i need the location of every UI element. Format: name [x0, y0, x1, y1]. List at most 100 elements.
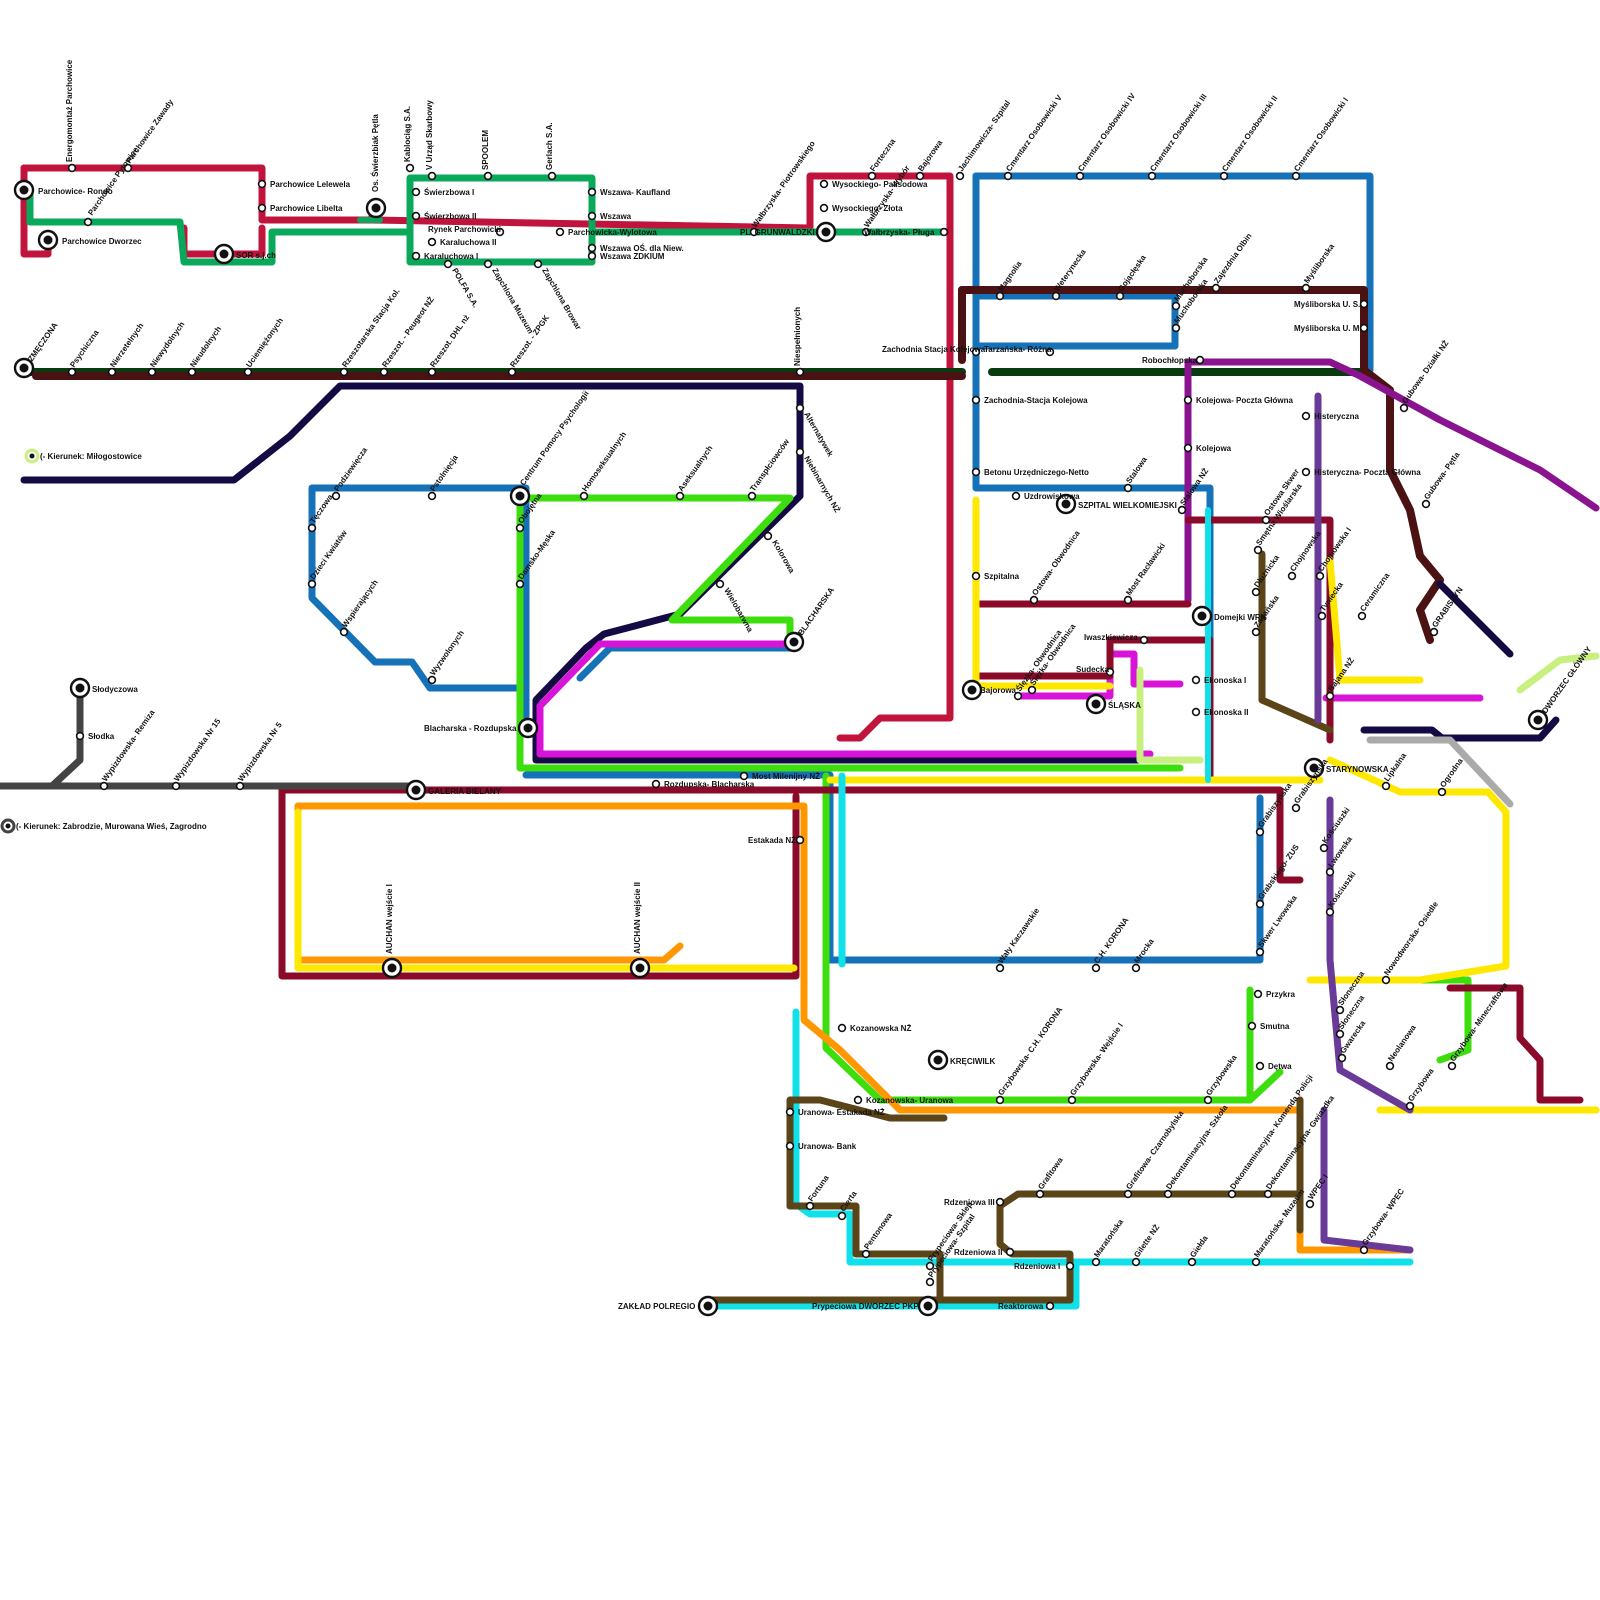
- station-98-stop-marker[interactable]: [1327, 693, 1334, 700]
- station-133-stop-marker[interactable]: [1293, 805, 1300, 812]
- station-26-interchange-marker[interactable]: [817, 223, 835, 241]
- station-130-stop-marker[interactable]: [997, 965, 1004, 972]
- station-24-stop-marker[interactable]: [589, 245, 596, 252]
- station-37-stop-marker[interactable]: [1149, 173, 1156, 180]
- station-144-stop-marker[interactable]: [1337, 1007, 1344, 1014]
- station-11-stop-marker[interactable]: [413, 189, 420, 196]
- station-10-stop-marker[interactable]: [429, 173, 436, 180]
- station-103-interchange-marker[interactable]: [71, 679, 89, 697]
- station-177-interchange-marker[interactable]: [699, 1297, 717, 1315]
- station-107-stop-marker[interactable]: [237, 783, 244, 790]
- station-30-stop-marker[interactable]: [869, 173, 876, 180]
- station-41-stop-marker[interactable]: [69, 369, 76, 376]
- station-69-stop-marker[interactable]: [973, 469, 980, 476]
- station-42-stop-marker[interactable]: [109, 369, 116, 376]
- station-179-stop-marker[interactable]: [1047, 1303, 1054, 1310]
- station-25-stop-marker[interactable]: [589, 253, 596, 260]
- station-5-stop-marker[interactable]: [259, 181, 266, 188]
- station-140-stop-marker[interactable]: [1255, 991, 1262, 998]
- station-83-stop-marker[interactable]: [1253, 629, 1260, 636]
- station-150-stop-marker[interactable]: [839, 1025, 846, 1032]
- station-89-stop-marker[interactable]: [1431, 629, 1438, 636]
- station-47-stop-marker[interactable]: [381, 369, 388, 376]
- station-6-stop-marker[interactable]: [259, 205, 266, 212]
- station-123-interchange-marker[interactable]: [519, 719, 537, 737]
- station-115-stop-marker[interactable]: [581, 493, 588, 500]
- station-12-stop-marker[interactable]: [413, 213, 420, 220]
- station-19-stop-marker[interactable]: [549, 173, 556, 180]
- station-153-stop-marker[interactable]: [997, 1097, 1004, 1104]
- station-56-stop-marker[interactable]: [1173, 303, 1180, 310]
- station-76-stop-marker[interactable]: [1255, 547, 1262, 554]
- station-84-stop-marker[interactable]: [1317, 573, 1324, 580]
- station-81-stop-marker[interactable]: [1253, 589, 1260, 596]
- station-171-stop-marker[interactable]: [1307, 1201, 1314, 1208]
- station-142-stop-marker[interactable]: [1257, 1063, 1264, 1070]
- station-121-stop-marker[interactable]: [717, 581, 724, 588]
- station-74-stop-marker[interactable]: [1179, 507, 1186, 514]
- station-145-stop-marker[interactable]: [1337, 1031, 1344, 1038]
- station-160-stop-marker[interactable]: [863, 1251, 870, 1258]
- station-79-stop-marker[interactable]: [1125, 597, 1132, 604]
- station-157-stop-marker[interactable]: [787, 1143, 794, 1150]
- station-8-interchange-marker[interactable]: [367, 199, 385, 217]
- station-102-stop-marker[interactable]: [1439, 789, 1446, 796]
- station-105-stop-marker[interactable]: [101, 783, 108, 790]
- station-147-stop-marker[interactable]: [1387, 1063, 1394, 1070]
- station-67-stop-marker[interactable]: [1303, 413, 1310, 420]
- station-167-stop-marker[interactable]: [1125, 1191, 1132, 1198]
- station-51-stop-marker[interactable]: [797, 405, 804, 412]
- station-175-stop-marker[interactable]: [1253, 1259, 1260, 1266]
- station-86-stop-marker[interactable]: [1359, 613, 1366, 620]
- station-66-stop-marker[interactable]: [1185, 397, 1192, 404]
- station-162-stop-marker[interactable]: [927, 1279, 934, 1286]
- station-119-stop-marker[interactable]: [517, 581, 524, 588]
- station-29-stop-marker[interactable]: [821, 205, 828, 212]
- station-94-interchange-marker[interactable]: [963, 681, 981, 699]
- station-2-interchange-marker[interactable]: [15, 181, 33, 199]
- station-59-stop-marker[interactable]: [1303, 285, 1310, 292]
- station-38-stop-marker[interactable]: [1221, 173, 1228, 180]
- station-55-stop-marker[interactable]: [1117, 293, 1124, 300]
- station-57-stop-marker[interactable]: [1173, 325, 1180, 332]
- station-172-stop-marker[interactable]: [1093, 1259, 1100, 1266]
- station-18-stop-marker[interactable]: [485, 261, 492, 268]
- station-39-stop-marker[interactable]: [1293, 173, 1300, 180]
- station-61-stop-marker[interactable]: [1361, 325, 1368, 332]
- station-124-interchange-marker[interactable]: [407, 781, 425, 799]
- station-97-stop-marker[interactable]: [1193, 709, 1200, 716]
- station-20-stop-marker[interactable]: [535, 261, 542, 268]
- station-176-stop-marker[interactable]: [1361, 1247, 1368, 1254]
- station-36-stop-marker[interactable]: [1077, 173, 1084, 180]
- station-60-stop-marker[interactable]: [1361, 301, 1368, 308]
- station-128-interchange-marker[interactable]: [383, 959, 401, 977]
- station-116-stop-marker[interactable]: [677, 493, 684, 500]
- station-169-stop-marker[interactable]: [1229, 1191, 1236, 1198]
- station-117-stop-marker[interactable]: [749, 493, 756, 500]
- station-65-stop-marker[interactable]: [973, 397, 980, 404]
- station-114-interchange-marker[interactable]: [511, 487, 529, 505]
- station-33-stop-marker[interactable]: [941, 229, 948, 236]
- station-137-stop-marker[interactable]: [1327, 869, 1334, 876]
- station-154-stop-marker[interactable]: [1069, 1097, 1076, 1104]
- station-54-stop-marker[interactable]: [1053, 293, 1060, 300]
- station-58-stop-marker[interactable]: [1213, 285, 1220, 292]
- station-168-stop-marker[interactable]: [1165, 1191, 1172, 1198]
- station-134-stop-marker[interactable]: [1257, 829, 1264, 836]
- station-64-stop-marker[interactable]: [1197, 357, 1204, 364]
- station-173-stop-marker[interactable]: [1133, 1259, 1140, 1266]
- station-112-stop-marker[interactable]: [341, 629, 348, 636]
- station-138-stop-marker[interactable]: [1321, 845, 1328, 852]
- station-9-stop-marker[interactable]: [407, 165, 414, 172]
- station-82-stop-marker[interactable]: [1289, 573, 1296, 580]
- station-159-stop-marker[interactable]: [839, 1213, 846, 1220]
- station-49-stop-marker[interactable]: [509, 369, 516, 376]
- station-53-stop-marker[interactable]: [997, 293, 1004, 300]
- station-104-stop-marker[interactable]: [77, 733, 84, 740]
- station-34-stop-marker[interactable]: [957, 173, 964, 180]
- station-113-stop-marker[interactable]: [429, 677, 436, 684]
- station-95-interchange-marker[interactable]: [1087, 695, 1105, 713]
- station-118-stop-marker[interactable]: [517, 525, 524, 532]
- station-164-stop-marker[interactable]: [1007, 1249, 1014, 1256]
- station-72-stop-marker[interactable]: [1013, 493, 1020, 500]
